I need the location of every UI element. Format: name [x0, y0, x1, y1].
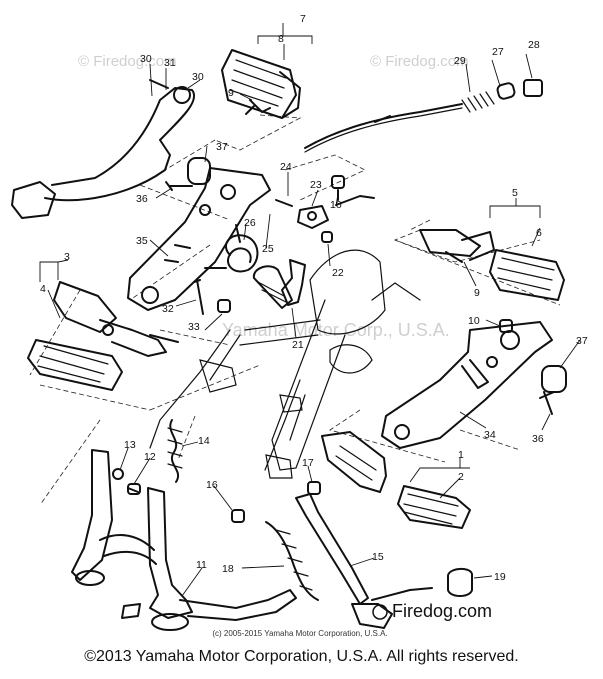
- callout-6: 6: [536, 227, 542, 239]
- callout-17: 17: [302, 457, 314, 469]
- watermark-top-left: © Firedog.com: [78, 53, 177, 70]
- callout-35: 35: [136, 235, 148, 247]
- frame-outline: [29, 114, 561, 506]
- rear-footrest-left: [221, 49, 301, 119]
- firedog-logo: Firedog.com: [372, 601, 492, 621]
- callout-9: 9: [228, 87, 234, 99]
- callout-10-b: 10: [468, 315, 480, 327]
- callout-28: 28: [528, 39, 540, 51]
- rear-footrest-right: [321, 431, 471, 529]
- callout-12: 12: [144, 451, 156, 463]
- callout-36: 36: [136, 193, 148, 205]
- leader-lines: [39, 23, 581, 597]
- brake-cable-assembly: [304, 79, 543, 153]
- callout-21: 21: [292, 339, 304, 351]
- callout-7: 7: [300, 13, 306, 25]
- callout-30: 30: [140, 53, 152, 65]
- small-copyright-watermark: (c) 2005-2015 Yamaha Motor Corporation, …: [212, 629, 387, 638]
- callout-10: 10: [330, 199, 342, 211]
- callout-32: 32: [162, 303, 174, 315]
- callout-14: 14: [198, 435, 210, 447]
- pedal-bracket: [127, 167, 271, 315]
- callout-8: 8: [278, 33, 284, 45]
- callout-15: 15: [372, 551, 384, 563]
- side-stand: [121, 481, 473, 629]
- callout-16: 16: [206, 479, 218, 491]
- callout-4: 4: [40, 283, 46, 295]
- callout-11: 11: [196, 559, 207, 571]
- callout-22: 23: [310, 179, 322, 191]
- brand-watermark: Firedog.com: [392, 601, 492, 621]
- callout-2: 2: [458, 471, 464, 483]
- watermark-top-right: © Firedog.com: [370, 53, 469, 70]
- callout-24: 22: [332, 267, 344, 279]
- callout-31: 31: [164, 57, 176, 69]
- callout-27: 27: [492, 46, 504, 58]
- callout-5: 5: [512, 187, 518, 199]
- callout-26: 26: [244, 217, 256, 229]
- callout-29: 29: [454, 55, 466, 67]
- watermark-mid: Yamaha Motor Corp., U.S.A.: [222, 320, 450, 340]
- main-stand: [71, 419, 297, 631]
- callout-34: 34: [484, 429, 496, 441]
- callout-37-b: 37: [576, 335, 588, 347]
- callout-1: 1: [458, 449, 464, 461]
- callout-19: 19: [494, 571, 506, 583]
- callout-18: 18: [222, 563, 234, 575]
- front-footrest-right: [419, 229, 565, 301]
- callout-23: 24: [280, 161, 292, 173]
- brake-pedal: [11, 79, 211, 219]
- footrest-plate-right: [381, 319, 567, 449]
- callout-36-b: 36: [532, 433, 544, 445]
- callout-33: 33: [188, 321, 200, 333]
- callout-37: 37: [216, 141, 228, 153]
- callout-13: 13: [124, 439, 136, 451]
- copyright-circle-icon: [372, 604, 388, 620]
- callout-numbers: 7 8 9 30 31 30 28 27 29 37 36 24 23 10 2…: [40, 13, 588, 583]
- callout-30-b: 30: [192, 71, 204, 83]
- front-footrest-left: [27, 281, 179, 391]
- copyright-footer: ©2013 Yamaha Motor Corporation, U.S.A. A…: [84, 648, 519, 665]
- callout-25: 25: [262, 243, 274, 255]
- callout-9-b: 9: [474, 287, 480, 299]
- brake-shaft-assembly: [252, 175, 375, 309]
- callout-3: 3: [64, 251, 70, 263]
